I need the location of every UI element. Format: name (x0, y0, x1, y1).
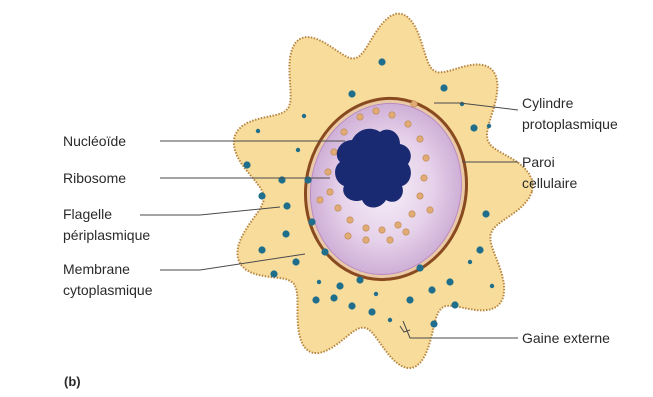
ribosome (403, 229, 409, 235)
flagella-granule (470, 124, 477, 131)
label-flagelle-line2: périplasmique (63, 227, 150, 243)
ribosome (409, 211, 415, 217)
flagella-granule (348, 90, 355, 97)
flagella-granule (308, 218, 315, 225)
flagella-granule (490, 284, 494, 288)
ribosome (405, 121, 411, 127)
ribosome (325, 169, 331, 175)
ribosome (357, 114, 363, 120)
ribosome (341, 129, 347, 135)
flagella-granule (482, 210, 489, 217)
label-cylindre-line2: protoplasmique (522, 116, 618, 132)
label-membrane-line1: Membrane (63, 261, 130, 277)
flagella-granule (283, 202, 290, 209)
flagella-granule (374, 292, 378, 296)
label-paroi-line1: Paroi (522, 154, 555, 170)
ribosome (417, 193, 423, 199)
label-cylindre-line1: Cylindre (522, 95, 574, 111)
flagella-granule (356, 276, 363, 283)
ribosome (363, 225, 369, 231)
label-nucleoide: Nucléoïde (63, 133, 126, 149)
flagella-granule (243, 161, 250, 168)
ribosome (417, 136, 423, 142)
label-paroi-line2: cellulaire (522, 175, 577, 191)
ribosome (345, 233, 351, 239)
flagella-granule (304, 176, 311, 183)
flagella-granule (258, 192, 265, 199)
flagella-granule (312, 296, 319, 303)
ribosome (379, 227, 385, 233)
flagella-granule (378, 58, 385, 65)
flagella-granule (330, 294, 337, 301)
flagella-granule (388, 318, 392, 322)
flagella-granule (348, 302, 355, 309)
label-ribosome: Ribosome (63, 170, 126, 186)
flagella-granule (416, 264, 423, 271)
flagella-granule (460, 102, 464, 106)
flagella-granule (476, 246, 483, 253)
flagella-granule (468, 260, 472, 264)
flagella-granule (282, 230, 289, 237)
flagella-granule (302, 114, 306, 118)
panel-label: (b) (64, 374, 81, 389)
ribosome (327, 189, 333, 195)
label-membrane-line2: cytoplasmique (63, 282, 153, 298)
ribosome (331, 149, 337, 155)
flagella-granule (292, 258, 299, 265)
flagella-granule (296, 148, 300, 152)
flagella-granule (451, 301, 458, 308)
ribosome (427, 207, 433, 213)
flagella-granule (440, 84, 447, 91)
flagella-granule (487, 124, 491, 128)
flagella-granule (256, 129, 260, 133)
ribosome (335, 205, 341, 211)
ribosome (387, 237, 393, 243)
ribosome (421, 175, 427, 181)
ribosome (373, 108, 379, 114)
ribosome (411, 101, 417, 107)
flagella-granule (258, 246, 265, 253)
label-flagelle-line1: Flagelle (63, 206, 112, 222)
flagella-granule (430, 320, 437, 327)
flagella-granule (270, 270, 277, 277)
ribosome (317, 197, 323, 203)
flagella-granule (368, 308, 375, 315)
flagella-granule (406, 296, 413, 303)
flagella-granule (278, 176, 285, 183)
flagella-granule (336, 282, 343, 289)
flagella-granule (321, 248, 328, 255)
ribosome (389, 112, 395, 118)
ribosome (363, 237, 369, 243)
ribosome (347, 217, 353, 223)
flagella-granule (446, 278, 453, 285)
ribosome (395, 222, 401, 228)
flagella-granule (428, 286, 435, 293)
flagella-granule (317, 280, 321, 284)
ribosome (423, 155, 429, 161)
label-gaine-externe: Gaine externe (522, 330, 610, 346)
